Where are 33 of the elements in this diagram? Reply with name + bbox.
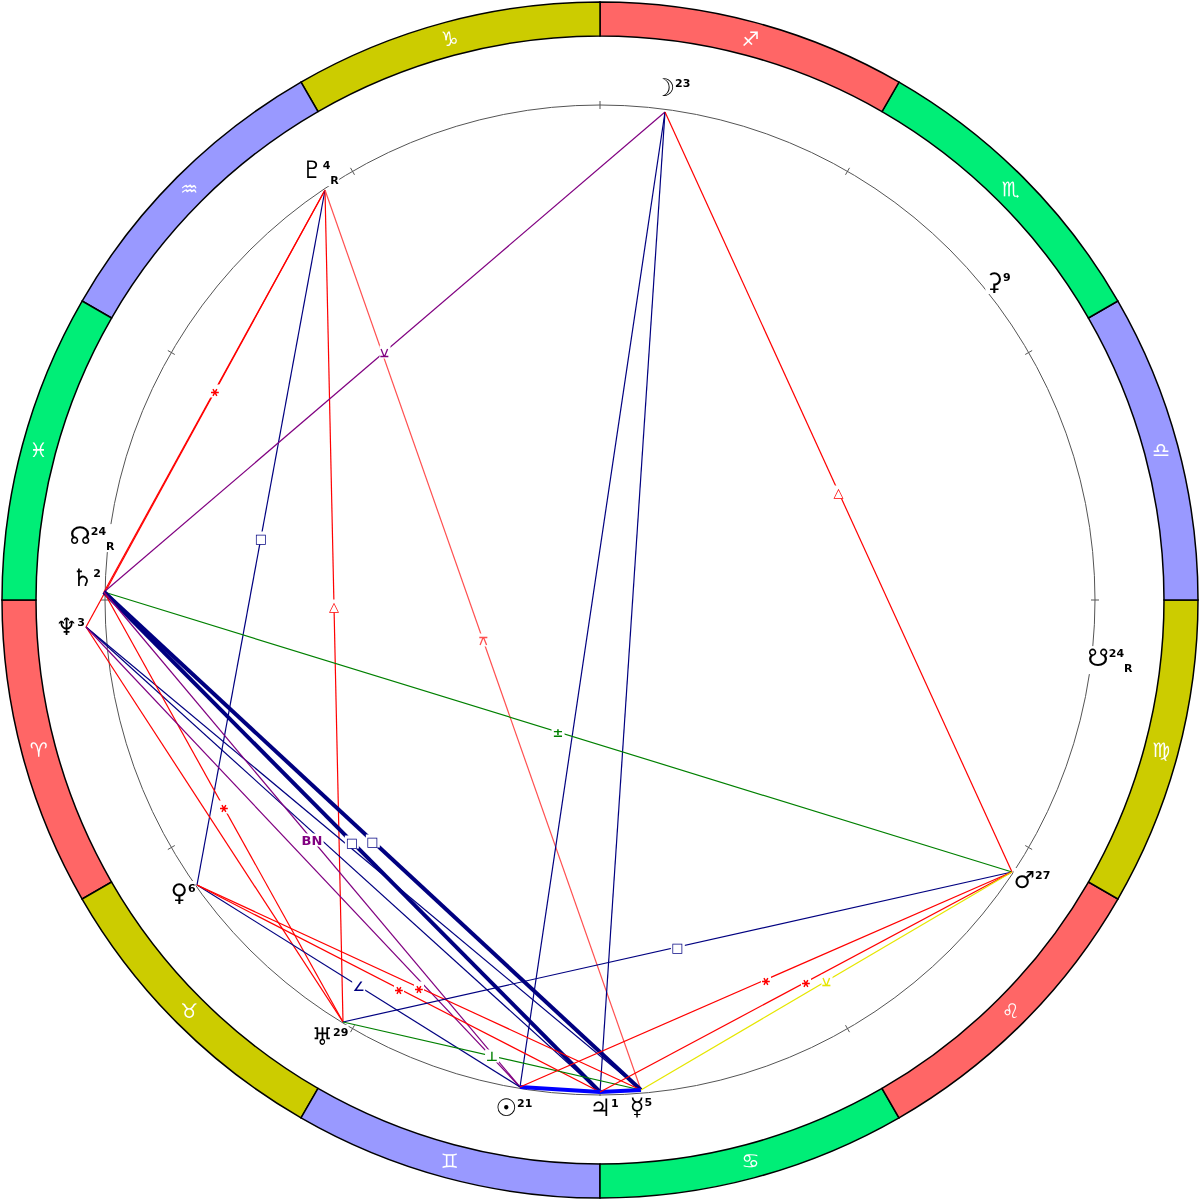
aspect-label: ⊥ [485, 1049, 499, 1063]
aspect-line [664, 111, 1013, 873]
aspect-label: □ [253, 531, 269, 544]
aspect-label: □ [344, 835, 360, 849]
zodiac-segment: ♑ [300, 1, 601, 113]
aspect-label: △ [328, 599, 340, 613]
aspect-label: ⚹ [414, 981, 424, 994]
zodiac-segment: ♎ [1087, 300, 1199, 601]
planet-symbol: ♀$^{6}$ [170, 881, 196, 905]
aspect-line [519, 1085, 601, 1094]
aspect-line [599, 1088, 642, 1094]
aspect-label: BN [300, 833, 324, 846]
planet-symbol: ☿$^{5}$ [629, 1095, 653, 1119]
aspect-label: □ [670, 940, 685, 954]
aspect-label: ⚹ [801, 975, 811, 989]
planet-symbol: ♆$^{3}$ [55, 615, 85, 639]
aspect-label: ⚺ [821, 974, 832, 988]
aspect-label: ⚻ [477, 633, 489, 647]
aspect-label: □ [365, 834, 380, 848]
aspect-label: ∠ [351, 979, 366, 993]
aspect-line [519, 871, 1013, 1088]
aspect-label: ⚹ [218, 800, 229, 814]
planet-symbol: ⚳$^{9}$ [985, 270, 1011, 294]
aspect-label: ⚹ [209, 384, 220, 398]
aspect-line [103, 111, 666, 593]
aspect-line [599, 111, 666, 1093]
aspect-label: ⚹ [761, 973, 771, 986]
aspect-label: △ [832, 485, 845, 499]
aspect-label: ⚺ [379, 345, 390, 359]
aspect-label: ⚹ [393, 982, 404, 995]
planet-symbol: ♂$^{27}$ [1013, 868, 1051, 892]
aspect-line [324, 189, 344, 1023]
planet-symbol: ♄$^{2}$ [71, 566, 101, 590]
